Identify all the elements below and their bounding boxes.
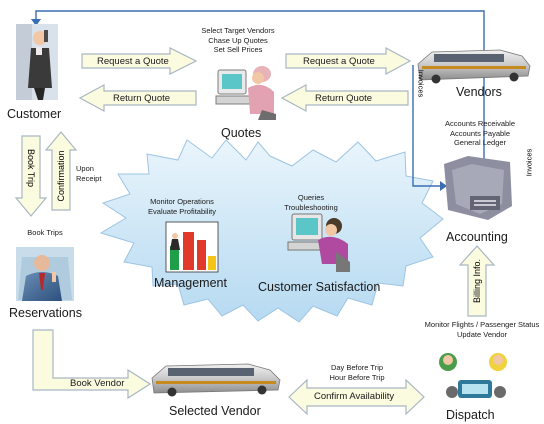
accounting-clipart bbox=[444, 156, 512, 220]
upon-receipt-line-2: Receipt bbox=[76, 173, 102, 183]
dispatch-note-2: Update Vendor bbox=[456, 329, 508, 339]
quotes-note-3: Set Sell Prices bbox=[213, 45, 263, 54]
dispatch-note-1: Monitor Flights / Passenger Status bbox=[424, 320, 540, 329]
quotes-clipart bbox=[215, 66, 276, 120]
return-quote-arrow-2 bbox=[280, 83, 409, 113]
request-quote-label-2: Request a Quote bbox=[303, 56, 375, 67]
accounting-label: Accounting bbox=[446, 230, 508, 244]
upon-receipt-line-1: Upon bbox=[76, 164, 94, 173]
connector-arrowhead bbox=[31, 19, 41, 26]
confirm-availability-arrow bbox=[288, 378, 425, 416]
return-quote-arrow-1 bbox=[78, 83, 197, 113]
quotes-label: Quotes bbox=[221, 126, 262, 140]
customer-satisfaction-note-1: Queries bbox=[297, 193, 325, 202]
customer-clipart bbox=[16, 24, 58, 100]
customer-satisfaction-clipart bbox=[287, 213, 350, 272]
request-quote-label-1: Request a Quote bbox=[97, 56, 169, 67]
quotes-note-2: Chase Up Quotes bbox=[208, 35, 268, 45]
request-quote-arrow-2 bbox=[285, 46, 412, 76]
book-trip-label: Book Trip bbox=[26, 148, 36, 188]
billing-info-arrow bbox=[458, 245, 496, 317]
selected-vendor-note-2: Hour Before Trip bbox=[329, 372, 385, 382]
invoice-connector-line bbox=[35, 10, 485, 164]
customer-satisfaction-label: Customer Satisfaction bbox=[258, 280, 381, 294]
management-note-2: Evaluate Profitability bbox=[148, 206, 216, 216]
return-quote-label-1: Return Quote bbox=[113, 93, 171, 104]
selected-vendor-label: Selected Vendor bbox=[169, 404, 261, 418]
invoices-label-2: Invoices bbox=[524, 148, 534, 177]
invoices-label-1: Invoices bbox=[416, 69, 426, 98]
management-label: Management bbox=[154, 276, 227, 290]
book-trip-arrow bbox=[14, 135, 48, 217]
selected-vendor-notes: Day Before Trip Hour Before Trip bbox=[318, 363, 396, 382]
confirmation-arrow bbox=[44, 131, 78, 211]
reservations-note: Book Trips bbox=[27, 228, 63, 237]
selected-vendor-limo-clipart bbox=[151, 363, 281, 397]
customer-satisfaction-note-2: Troubleshooting bbox=[284, 202, 338, 212]
book-vendor-arrow bbox=[32, 329, 152, 400]
accounting-note-1: Accounts Receivable bbox=[444, 119, 516, 128]
quotes-note-1: Select Target Vendors bbox=[201, 26, 275, 35]
confirm-availability-label: Confirm Availability bbox=[314, 391, 395, 402]
dispatch-clipart bbox=[434, 350, 514, 404]
quotes-notes: Select Target Vendors Chase Up Quotes Se… bbox=[193, 26, 283, 55]
customer-satisfaction-notes: Queries Troubleshooting bbox=[276, 193, 346, 212]
starburst-shape bbox=[99, 139, 444, 323]
management-notes: Monitor Operations Evaluate Profitabilit… bbox=[140, 197, 224, 216]
dispatch-notes: Monitor Flights / Passenger Status Updat… bbox=[420, 320, 544, 339]
confirmation-label: Confirmation bbox=[56, 150, 66, 202]
accounting-notes: Accounts Receivable Accounts Payable Gen… bbox=[436, 119, 524, 148]
customer-label: Customer bbox=[7, 107, 62, 121]
request-quote-arrow-1 bbox=[81, 47, 198, 75]
reservations-label: Reservations bbox=[9, 306, 82, 320]
vendors-label: Vendors bbox=[456, 85, 502, 99]
accounting-note-3: General Ledger bbox=[453, 138, 507, 147]
return-quote-label-2: Return Quote bbox=[315, 93, 373, 104]
management-note-1: Monitor Operations bbox=[150, 197, 214, 206]
accounting-arrowhead bbox=[440, 181, 447, 191]
accounting-note-2: Accounts Payable bbox=[449, 128, 511, 138]
dispatch-label: Dispatch bbox=[446, 408, 495, 422]
selected-vendor-note-1: Day Before Trip bbox=[330, 363, 384, 372]
book-vendor-label: Book Vendor bbox=[70, 378, 125, 389]
billing-info-label: Billing Info. bbox=[472, 258, 482, 304]
reservations-clipart bbox=[16, 247, 74, 301]
vendors-limo-clipart bbox=[417, 49, 531, 84]
vendor-to-accounting-line bbox=[412, 65, 442, 187]
upon-receipt-note: Upon Receipt bbox=[76, 164, 108, 183]
management-clipart bbox=[165, 221, 219, 273]
